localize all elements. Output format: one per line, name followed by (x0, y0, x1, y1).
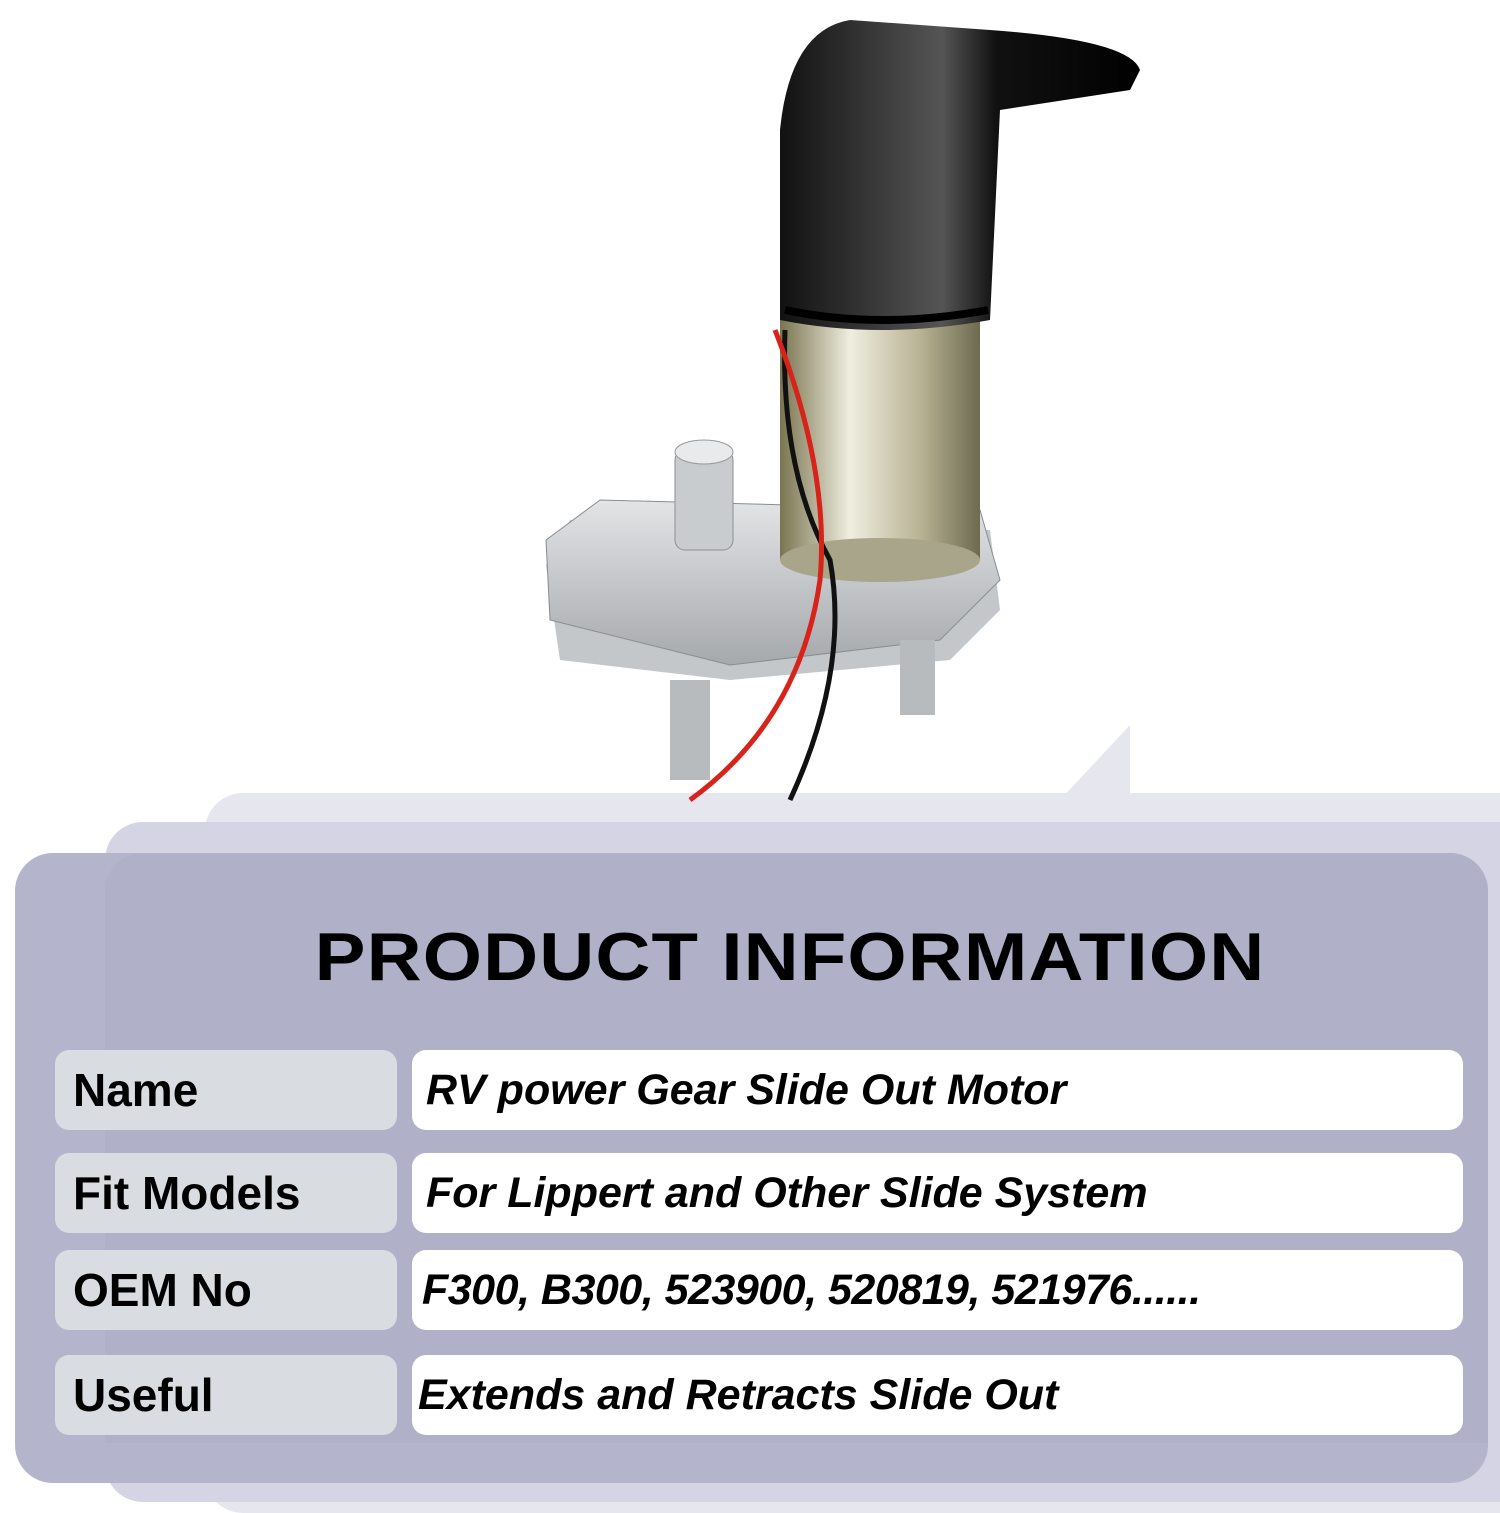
info-row-fit-models: Fit Models For Lippert and Other Slide S… (55, 1153, 1463, 1233)
info-row-useful: Useful Extends and Retracts Slide Out (55, 1355, 1463, 1435)
row-value: For Lippert and Other Slide System (412, 1153, 1463, 1233)
row-label: Name (55, 1050, 397, 1130)
info-row-name: Name RV power Gear Slide Out Motor (55, 1050, 1463, 1130)
section-title: PRODUCT INFORMATION (314, 919, 1266, 995)
info-row-oem-no: OEM No F300, B300, 523900, 520819, 52197… (55, 1250, 1463, 1330)
row-value: F300, B300, 523900, 520819, 521976...... (412, 1250, 1463, 1330)
row-label: OEM No (55, 1250, 397, 1330)
slide-out-motor-image (545, 20, 1140, 803)
row-value: RV power Gear Slide Out Motor (412, 1050, 1463, 1130)
row-label: Fit Models (55, 1153, 397, 1233)
row-value: Extends and Retracts Slide Out (412, 1355, 1463, 1435)
row-label: Useful (55, 1355, 397, 1435)
info-panel-shade (105, 853, 1488, 1443)
callout-pointer (1060, 725, 1130, 800)
